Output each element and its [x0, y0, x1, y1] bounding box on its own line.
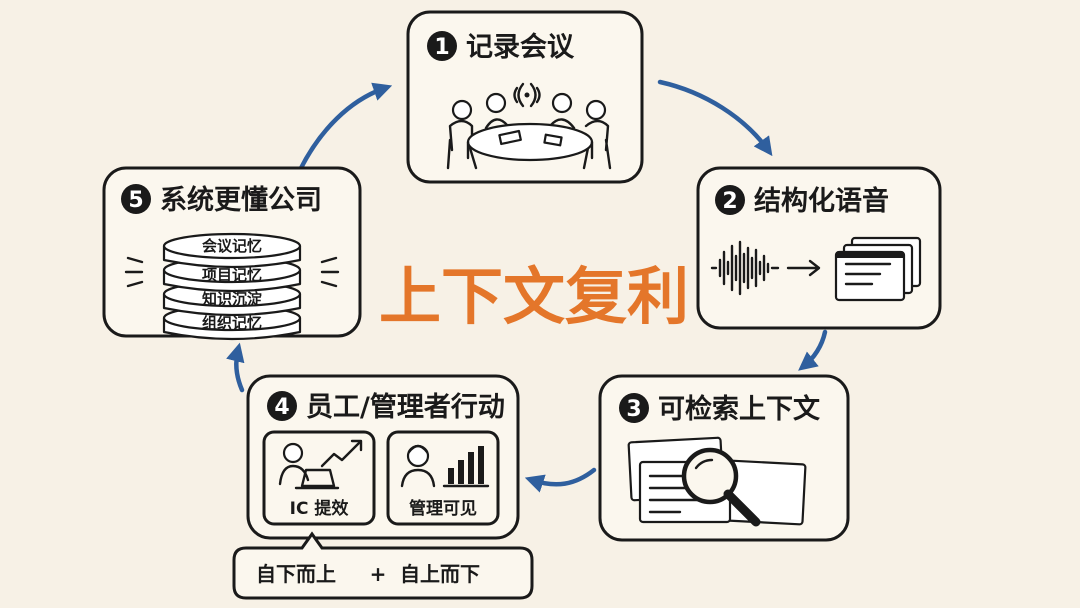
step-4-number: 4 — [274, 395, 289, 420]
step-1-number-badge — [427, 31, 457, 61]
arrow-4-to-5 — [226, 342, 245, 393]
step-3-number-badge — [619, 393, 649, 423]
waveform-to-cards-icon — [710, 236, 922, 302]
step-2-title: 结构化语音 — [754, 185, 889, 217]
arrow-3-to-4 — [524, 467, 597, 493]
ic-efficiency-panel: IC 提效 — [262, 430, 376, 526]
arrow-5-to-1 — [297, 82, 393, 173]
step-5-number: 5 — [128, 188, 143, 213]
step-3-box: 3 可检索上下文 — [598, 374, 850, 542]
step-5-box: 5 系统更懂公司 会议记忆 项目记忆 知识沉淀 组织记忆 — [102, 166, 362, 341]
ic-efficiency-label: IC 提效 — [290, 498, 349, 519]
magnifier-documents-icon — [627, 436, 807, 527]
arrow-2-to-3 — [798, 329, 828, 371]
step-5-title: 系统更懂公司 — [160, 184, 322, 216]
manager-visibility-label: 管理可见 — [409, 498, 477, 519]
center-title: 上下文复利 — [379, 260, 689, 333]
arrow-1-to-2 — [657, 79, 773, 157]
step-3-title: 可检索上下文 — [658, 393, 821, 425]
footer-note-plus: + — [370, 562, 387, 586]
step-2-number-badge — [715, 185, 745, 215]
cycle-arrows — [226, 79, 828, 493]
stack-layer-meeting-memory: 会议记忆 — [202, 237, 262, 255]
step-1-title: 记录会议 — [466, 32, 575, 63]
step-1-number: 1 — [434, 35, 449, 60]
step-4-number-badge — [267, 391, 297, 421]
stack-layer-knowledge-precipitation: 知识沉淀 — [202, 290, 263, 308]
footer-note-right: 自上而下 — [400, 562, 480, 586]
step-2-box: 2 结构化语音 — [696, 166, 942, 330]
step-1-box: 1 记录会议 — [406, 10, 644, 184]
step-4-box: 4 员工/管理者行动 IC 提效 — [246, 374, 520, 540]
memory-stack-icon — [124, 232, 340, 341]
footer-note-bubble: 自下而上 + 自上而下 — [232, 531, 534, 600]
stack-layer-organization-memory: 组织记忆 — [202, 314, 262, 332]
step-5-number-badge — [121, 184, 151, 214]
laptop-growth-icon — [278, 439, 363, 490]
footer-note-left: 自下而上 — [256, 562, 336, 586]
manager-visibility-panel: 管理可见 — [386, 430, 500, 526]
stack-layer-project-memory: 项目记忆 — [202, 266, 262, 284]
step-2-number: 2 — [722, 189, 737, 214]
step-3-number: 3 — [626, 397, 641, 422]
manager-bar-chart-icon — [400, 444, 490, 488]
step-4-title: 员工/管理者行动 — [306, 391, 505, 423]
meeting-table-icon — [446, 82, 612, 170]
